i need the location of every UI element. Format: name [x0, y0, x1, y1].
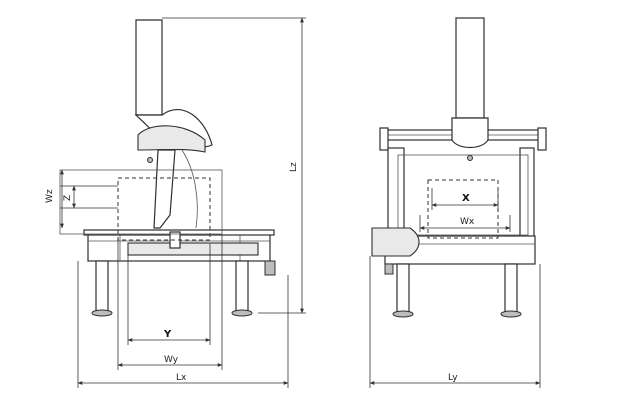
side-control-box [264, 260, 276, 276]
label-wy: Wy [164, 355, 179, 365]
label-lz: Lz [289, 162, 299, 172]
side-carriage [137, 125, 206, 153]
side-leg-left [95, 260, 109, 312]
front-carriage-housing [371, 227, 420, 257]
label-x: X [462, 193, 470, 204]
label-lx: Lx [176, 373, 187, 383]
front-frame [397, 154, 529, 236]
front-upright-left [387, 147, 405, 239]
side-probe-tip [147, 157, 153, 163]
front-dimensions: X Wx Ly [369, 188, 541, 388]
label-wx: Wx [460, 217, 475, 227]
side-foot-left [91, 309, 113, 317]
front-control-box [384, 263, 394, 275]
front-probe-tip [467, 155, 473, 161]
side-foot-right [231, 309, 253, 317]
front-column-head [451, 117, 489, 149]
label-wz: Wz [45, 189, 55, 203]
side-z-ram [153, 149, 176, 229]
front-foot-left [392, 310, 414, 318]
front-measuring-volume [427, 179, 499, 239]
label-y: Y [163, 329, 172, 340]
front-foot-right [500, 310, 522, 318]
side-dimensions: Wz Z Lz Y Wy Lx [45, 17, 306, 388]
front-view [371, 17, 547, 318]
side-measuring-volume [117, 177, 211, 241]
label-ly: Ly [448, 373, 458, 383]
front-upright-right [519, 147, 535, 239]
side-frame [59, 169, 223, 235]
front-beam-end-right [537, 127, 547, 151]
side-y-rail [127, 242, 259, 256]
front-leg-left [396, 263, 410, 313]
front-column [455, 17, 485, 119]
front-leg-right [504, 263, 518, 313]
side-column [135, 19, 163, 116]
side-view [59, 19, 276, 317]
side-leg-right [235, 260, 249, 312]
front-beam-end-left [379, 127, 389, 151]
label-z: Z [63, 195, 73, 201]
